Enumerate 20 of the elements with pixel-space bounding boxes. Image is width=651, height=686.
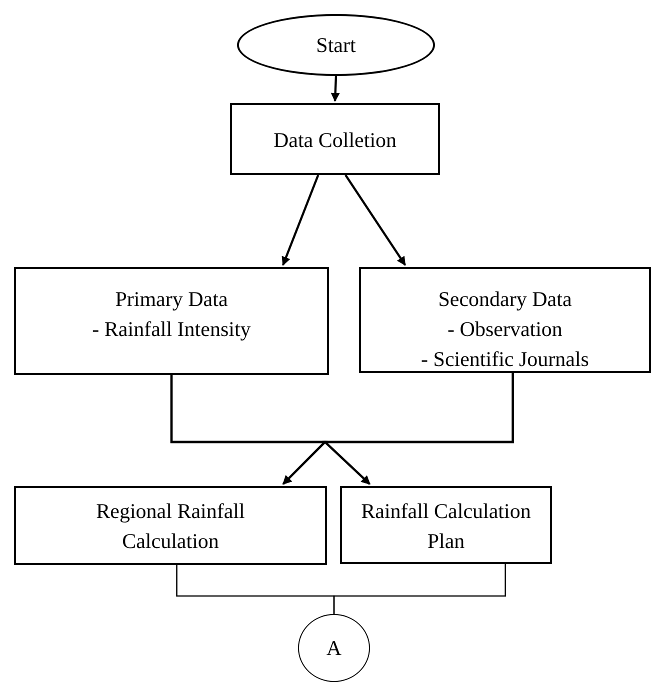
arrow bbox=[282, 174, 320, 266]
node-text: Primary Data bbox=[115, 286, 228, 313]
node-text: A bbox=[326, 635, 342, 662]
process-box bbox=[359, 267, 651, 373]
node-text: Regional Rainfall Calculation bbox=[95, 498, 246, 555]
node-text: Rainfall Calculation Plan bbox=[360, 498, 532, 555]
node-text: - Rainfall Intensity bbox=[92, 316, 251, 343]
process-box bbox=[14, 267, 329, 375]
arrow bbox=[322, 373, 514, 485]
arrow bbox=[344, 174, 406, 266]
arrow bbox=[330, 76, 340, 102]
node-text: - Observation bbox=[448, 316, 562, 343]
node-text: - Scientific Journals bbox=[421, 346, 589, 373]
process-box bbox=[230, 103, 440, 175]
node-text: Start bbox=[316, 32, 356, 59]
connector-line bbox=[333, 564, 506, 614]
process-box bbox=[14, 486, 327, 565]
node-text: Secondary Data bbox=[438, 286, 572, 313]
process-box bbox=[340, 486, 552, 564]
node-text: Data Colletion bbox=[273, 127, 397, 154]
